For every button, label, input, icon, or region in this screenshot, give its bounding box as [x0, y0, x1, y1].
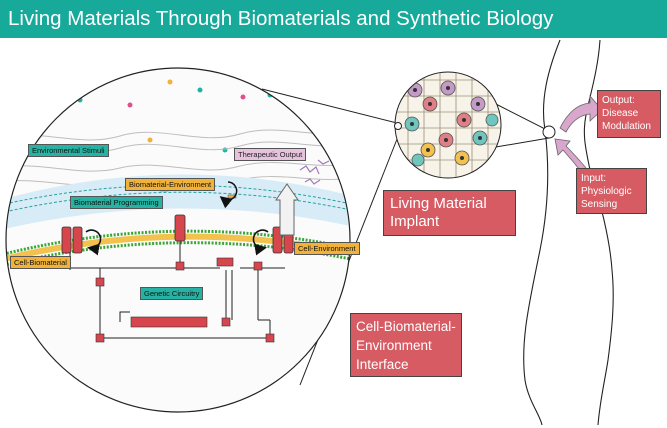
hydrogel-layer: [6, 174, 350, 230]
page-title: Living Materials Through Biomaterials an…: [8, 7, 554, 30]
therapeutic-output-label: Therapeutic Output: [234, 148, 307, 161]
output-box: Output: Disease Modulation: [597, 90, 661, 138]
biomaterial-programming-label: Biomaterial Programming: [70, 196, 163, 209]
zoom-circle-outline: [5, 67, 351, 413]
input-box: Input: Physiologic Sensing: [576, 168, 647, 214]
cell-biomaterial-label: Cell-Biomaterial: [10, 256, 71, 269]
membrane-channels: [61, 214, 294, 254]
interface-box: Cell-Biomaterial-Environment Interface: [350, 313, 462, 377]
implant-zoom: [395, 72, 501, 178]
genetic-circuitry-label: Genetic Circuitry: [140, 287, 204, 300]
biomaterial-environment-label: Biomaterial-Environment: [125, 178, 216, 191]
title-bar: Living Materials Through Biomaterials an…: [0, 0, 667, 38]
output-arrow: [559, 94, 603, 133]
cell-environment-label: Cell-Environment: [294, 242, 360, 255]
implant-site: [542, 125, 556, 139]
cell-interface-zoom: [6, 68, 350, 412]
living-material-implant-box: Living Material Implant: [383, 190, 516, 236]
environmental-stimuli-label: Environmental Stimuli: [28, 144, 109, 157]
